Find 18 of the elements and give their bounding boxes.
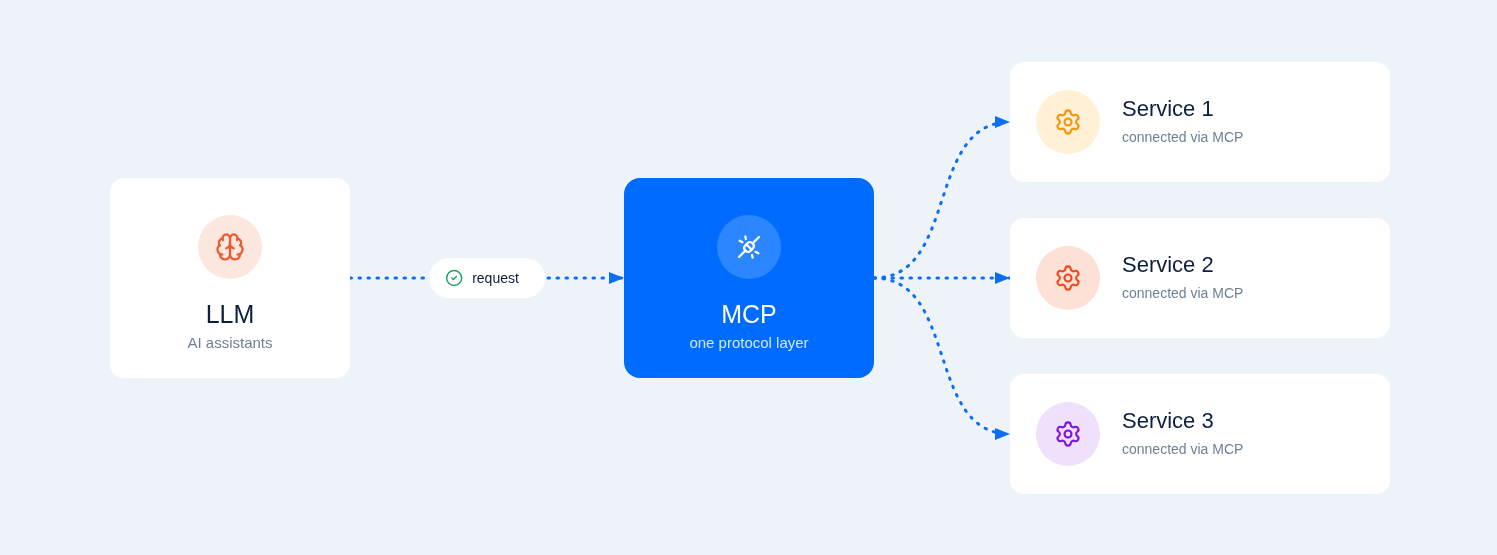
node-title: Service 2 — [1122, 252, 1214, 278]
node-subtitle: connected via MCP — [1122, 128, 1244, 146]
node-subtitle: connected via MCP — [1122, 440, 1244, 458]
node-subtitle: one protocol layer — [689, 334, 809, 352]
node-title: Service 3 — [1122, 408, 1214, 434]
node-subtitle: connected via MCP — [1122, 284, 1244, 302]
protocol-box — [624, 178, 874, 378]
service-card — [1010, 62, 1390, 182]
node-title: Service 1 — [1122, 96, 1214, 122]
model-card — [110, 178, 350, 378]
node-title: MCP — [721, 299, 777, 329]
service-card — [1010, 374, 1390, 494]
edge-label: request — [472, 270, 519, 286]
dotted-arrow — [872, 276, 1012, 438]
dotted-arrow — [872, 118, 1012, 280]
node-subtitle: AI assistants — [187, 334, 273, 352]
service-card — [1010, 218, 1390, 338]
node-title: LLM — [205, 299, 255, 329]
